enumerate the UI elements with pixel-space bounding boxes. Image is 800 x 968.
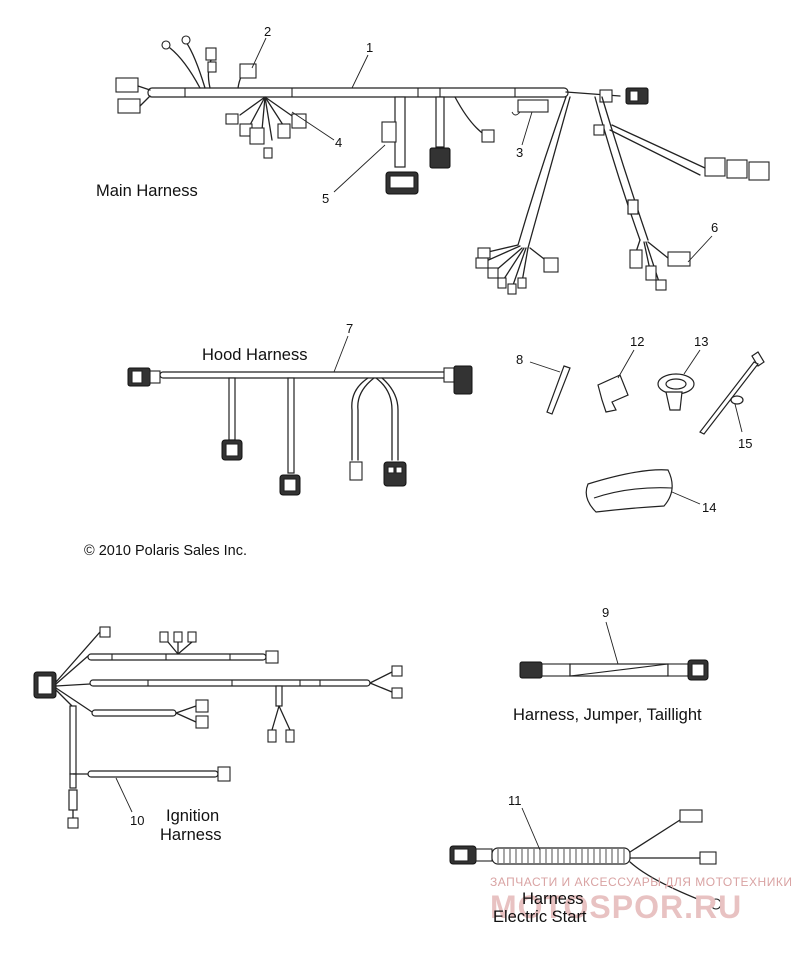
electric-start-drawing: 11 (449, 793, 722, 910)
hood-harness-callouts: 7 Hood Harness (202, 321, 353, 373)
callout-3: 3 (516, 145, 523, 160)
watermark: ЗАПЧАСТИ И АКСЕССУАРЫ ДЛЯ МОТОТЕХНИКИ MO… (490, 875, 792, 925)
callout-12: 12 (630, 334, 644, 349)
main-harness-label: Main Harness (96, 182, 198, 200)
callout-10: 10 (130, 813, 144, 828)
callout-1: 1 (366, 40, 373, 55)
jumper-taillight-label: Harness, Jumper, Taillight (513, 706, 702, 724)
ignition-label-line2: Harness (160, 826, 221, 844)
main-harness-drawing (115, 35, 770, 295)
callout-15: 15 (738, 436, 752, 451)
callout-13: 13 (694, 334, 708, 349)
hood-harness-drawing (127, 365, 473, 496)
jumper-taillight-drawing: 9 Harness, Jumper, Taillight (513, 605, 709, 724)
callout-4: 4 (335, 135, 342, 150)
ignition-harness-callouts: 10 Ignition Harness (115, 777, 221, 844)
electric-start-label-line1: Harness (522, 890, 583, 908)
main-harness-callouts: 1 2 3 4 5 6 Main Harness (96, 24, 718, 263)
callout-7: 7 (346, 321, 353, 336)
ignition-harness-drawing (33, 626, 403, 829)
callout-8: 8 (516, 352, 523, 367)
hood-harness-label: Hood Harness (202, 346, 307, 364)
watermark-line1: ЗАПЧАСТИ И АКСЕССУАРЫ ДЛЯ МОТОТЕХНИКИ (490, 875, 792, 889)
callout-11: 11 (508, 793, 522, 808)
small-parts-drawing: 8 12 13 15 14 (516, 334, 765, 515)
callout-14: 14 (702, 500, 716, 515)
electric-start-label-line2: Electric Start (493, 908, 587, 926)
callout-2: 2 (264, 24, 271, 39)
callout-9: 9 (602, 605, 609, 620)
watermark-line2: MOTOSPOR.RU (490, 889, 742, 925)
copyright-text: © 2010 Polaris Sales Inc. (84, 543, 247, 559)
ignition-label-line1: Ignition (166, 807, 219, 825)
callout-5: 5 (322, 191, 329, 206)
callout-6: 6 (711, 220, 718, 235)
conduit-corrugation (497, 849, 625, 863)
